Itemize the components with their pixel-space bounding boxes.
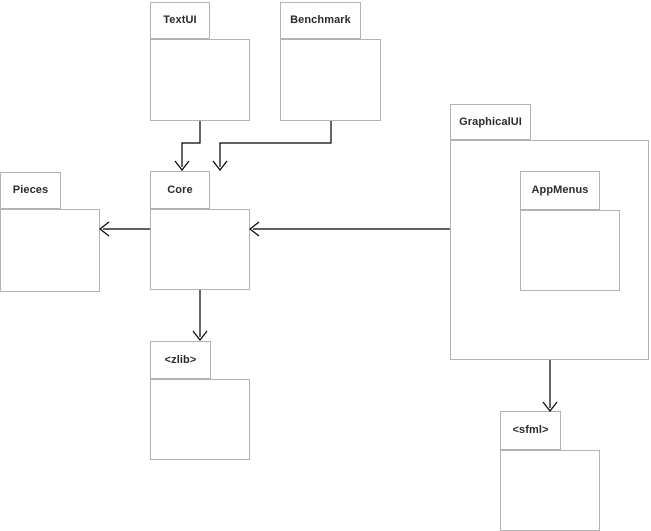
edge-core-to-zlib <box>192 290 208 341</box>
edge-core-to-pieces <box>99 221 150 237</box>
package-tab-sfml[interactable]: <sfml> <box>500 411 561 450</box>
package-tab-textui[interactable]: TextUI <box>150 2 210 39</box>
package-label-textui: TextUI <box>163 14 197 26</box>
package-label-zlib: <zlib> <box>164 353 197 366</box>
arrowhead-core-to-pieces <box>99 221 110 237</box>
arrowhead-graphicalui-to-core <box>249 221 260 237</box>
package-tab-pieces[interactable]: Pieces <box>0 172 61 209</box>
arrowhead-textui-to-core <box>174 160 190 171</box>
package-label-appmenus: AppMenus <box>531 184 589 196</box>
package-tab-appmenus[interactable]: AppMenus <box>520 171 600 210</box>
package-body-core <box>150 209 250 290</box>
package-label-sfml: <sfml> <box>512 424 549 436</box>
package-body-sfml <box>500 450 600 531</box>
package-label-graphicalui: GraphicalUI <box>459 115 522 128</box>
package-tab-zlib[interactable]: <zlib> <box>150 341 211 379</box>
package-label-benchmark: Benchmark <box>290 14 351 26</box>
edge-benchmark-to-core <box>212 121 332 171</box>
package-body-pieces <box>0 209 100 292</box>
package-tab-benchmark[interactable]: Benchmark <box>280 2 361 39</box>
package-body-textui <box>150 39 250 121</box>
arrowhead-benchmark-to-core <box>212 160 228 171</box>
arrowhead-graphicalui-to-sfml <box>542 401 558 412</box>
package-body-zlib <box>150 379 250 460</box>
edge-graphicalui-to-sfml <box>542 360 558 412</box>
package-body-graphicalui <box>450 140 649 360</box>
arrowhead-core-to-zlib <box>192 330 208 341</box>
edge-textui-to-core <box>174 121 201 171</box>
edge-graphicalui-to-core <box>249 221 450 237</box>
package-label-core: Core <box>167 183 193 196</box>
package-body-appmenus <box>520 210 620 291</box>
package-label-pieces: Pieces <box>12 184 49 196</box>
package-tab-core[interactable]: Core <box>150 171 210 209</box>
package-tab-graphicalui[interactable]: GraphicalUI <box>450 104 531 140</box>
package-body-benchmark <box>280 39 381 121</box>
